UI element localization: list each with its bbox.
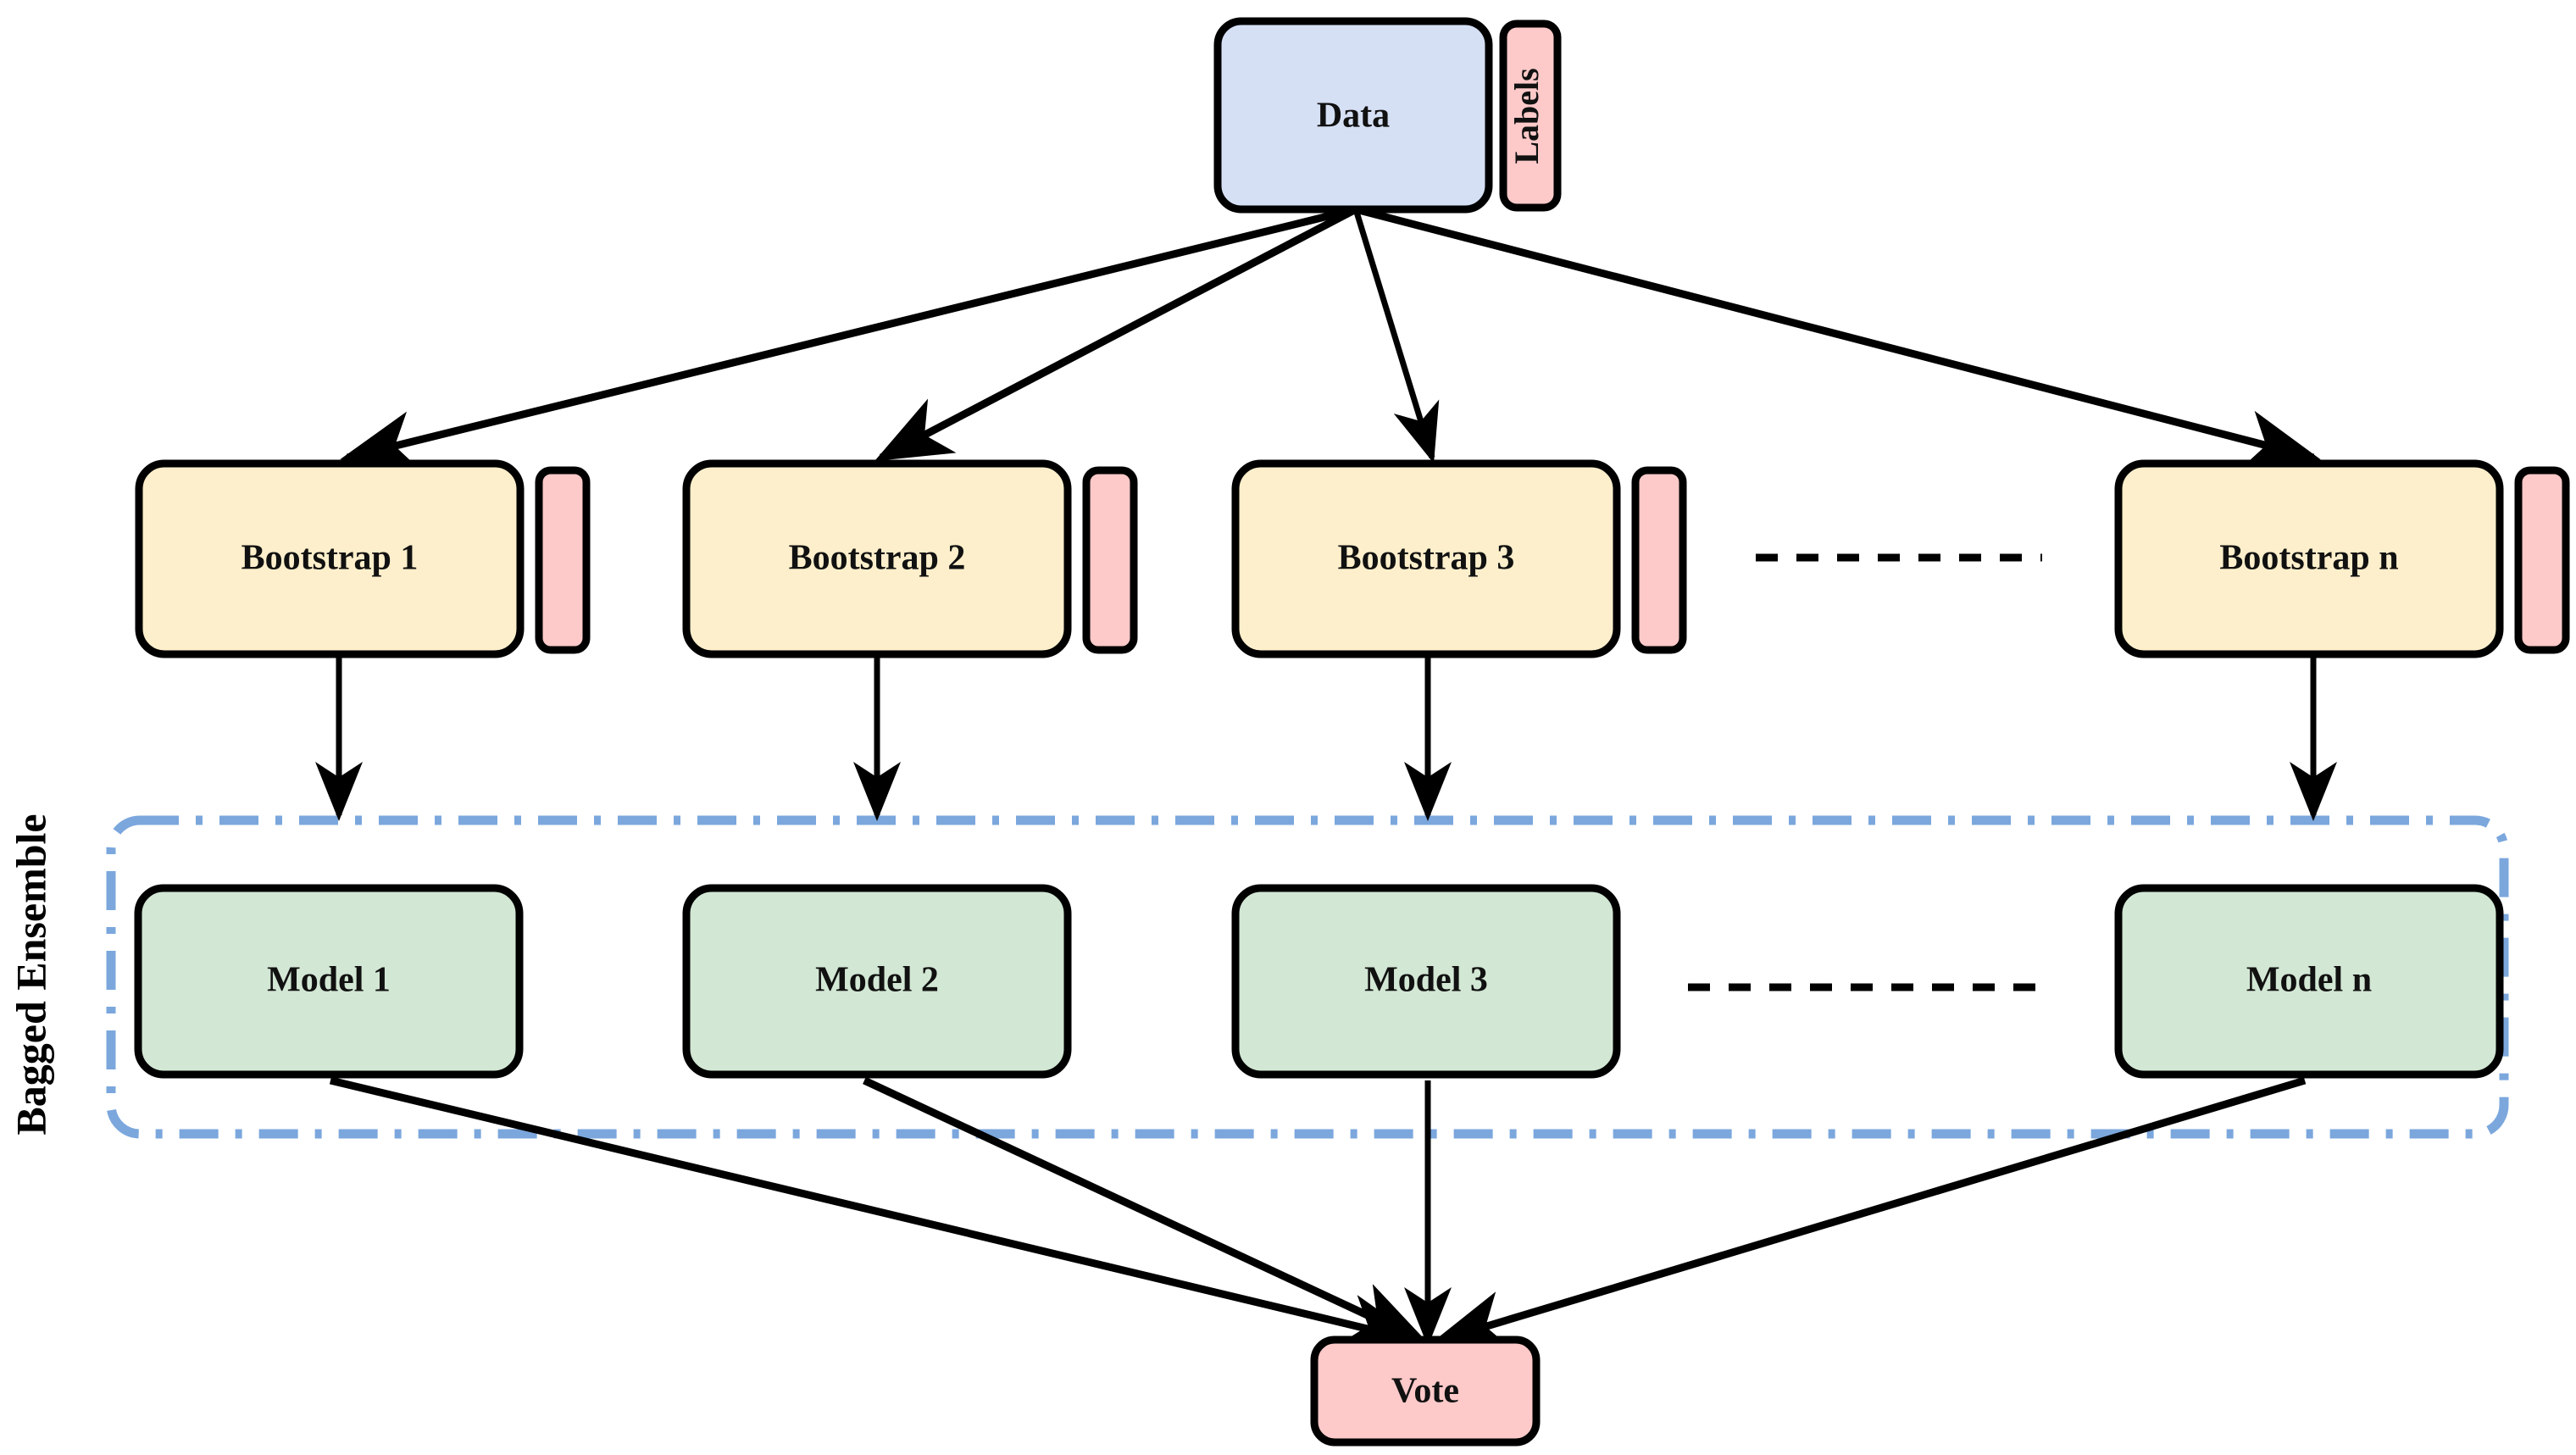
model-2-box[interactable] [682, 884, 1072, 1079]
model-n-box[interactable] [2114, 884, 2504, 1079]
data-labels-strip-label: Labels [1507, 68, 1546, 164]
node-data[interactable]: Data [1213, 17, 1493, 214]
bootstrap-1-labels-strip[interactable] [535, 466, 591, 654]
node-data-labels-strip[interactable]: Labels [1499, 19, 1562, 212]
bootstrap-3-labels-strip[interactable] [1631, 466, 1687, 654]
node-model-n[interactable]: Model n [2114, 884, 2504, 1079]
edge-data-to-bootstrap-n [1354, 205, 2321, 470]
data-box[interactable] [1213, 17, 1493, 214]
vote-box[interactable] [1310, 1336, 1541, 1447]
edge-data-to-bootstrap-2 [874, 206, 1358, 462]
bootstrap-n-labels-strip[interactable] [2514, 466, 2570, 654]
edge-data-to-bootstrap-3 [1352, 208, 1440, 464]
edge-model-1-to-vote [329, 1076, 1424, 1355]
model-3-box[interactable] [1231, 884, 1621, 1079]
node-model-1[interactable]: Model 1 [134, 884, 524, 1079]
node-vote[interactable]: Vote [1310, 1336, 1541, 1447]
bootstrap-1-box[interactable] [135, 459, 525, 658]
model-3-label: Model 3 [1364, 961, 1488, 1000]
data-box-label: Data [1317, 97, 1390, 136]
model-2-label: Model 2 [815, 961, 939, 1000]
node-model-2[interactable]: Model 2 [682, 884, 1072, 1079]
node-bootstrap-3[interactable]: Bootstrap 3 [1231, 459, 1621, 658]
edge-model-n-to-vote [1431, 1076, 2307, 1351]
bootstrap-2-box[interactable] [682, 459, 1072, 658]
bootstrap-1-label: Bootstrap 1 [242, 539, 419, 578]
bootstrap-2-label: Bootstrap 2 [789, 539, 966, 578]
data-labels-strip[interactable] [1499, 19, 1562, 212]
node-bootstrap-1[interactable]: Bootstrap 1 [135, 459, 525, 658]
bootstrap-n-label: Bootstrap n [2219, 539, 2398, 578]
bootstrap-3-label: Bootstrap 3 [1338, 539, 1515, 578]
edge-model-2-to-vote [863, 1076, 1430, 1345]
bootstrap-2-labels-strip[interactable] [1082, 466, 1138, 654]
model-1-label: Model 1 [267, 961, 391, 1000]
bagged-ensemble-label: Bagged Ensemble [7, 814, 54, 1135]
bootstrap-3-box[interactable] [1231, 459, 1621, 658]
bagged-ensemble-border [106, 815, 2509, 1139]
bootstrap-n-box[interactable] [2114, 459, 2504, 658]
model-1-box[interactable] [134, 884, 524, 1079]
edge-data-to-bootstrap-1 [340, 205, 1357, 471]
node-bootstrap-n[interactable]: Bootstrap n [2114, 459, 2504, 658]
model-n-label: Model n [2246, 961, 2372, 1000]
node-bootstrap-2[interactable]: Bootstrap 2 [682, 459, 1072, 658]
node-model-3[interactable]: Model 3 [1231, 884, 1621, 1079]
vote-box-label: Vote [1391, 1372, 1459, 1411]
